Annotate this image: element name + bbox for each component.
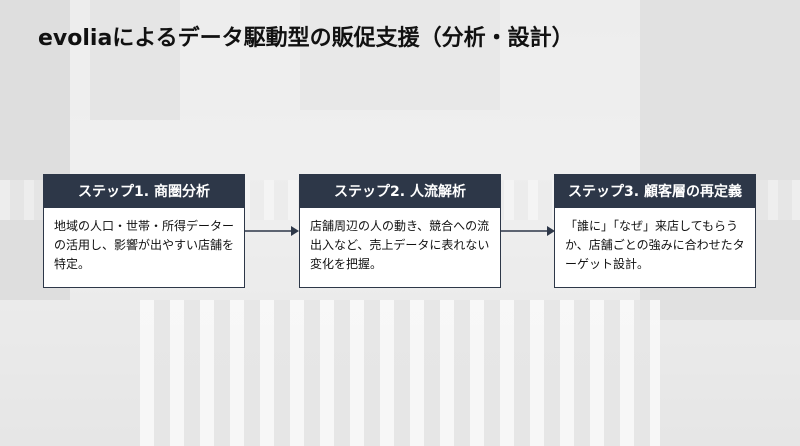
arrow-right-icon	[245, 226, 299, 236]
step-body-2: 店舗周辺の人の動き、競合への流出入など、売上データに表れない変化を把握。	[299, 208, 501, 288]
step-body-1: 地域の人口・世帯・所得データー の活用し、影響が出やすい店舗を特定。	[43, 208, 246, 288]
arrow-right-icon	[501, 226, 555, 236]
page-title: evoliaによるデータ駆動型の販促支援（分析・設計）	[38, 26, 574, 51]
step-body-3: 「誰に」「なぜ」来店してもらうか、店舗ごとの強みに合わせたターゲット設計。	[554, 208, 756, 288]
step-heading-3: ステップ3. 顧客層の再定義	[554, 174, 756, 208]
step-card-2: ステップ2. 人流解析 店舗周辺の人の動き、競合への流出入など、売上データに表れ…	[299, 174, 501, 288]
step-heading-1: ステップ1. 商圏分析	[43, 174, 245, 208]
step-card-1: ステップ1. 商圏分析 地域の人口・世帯・所得データー の活用し、影響が出やすい…	[43, 174, 246, 288]
step-heading-2: ステップ2. 人流解析	[299, 174, 501, 208]
step-card-3: ステップ3. 顧客層の再定義 「誰に」「なぜ」来店してもらうか、店舗ごとの強みに…	[554, 174, 756, 288]
